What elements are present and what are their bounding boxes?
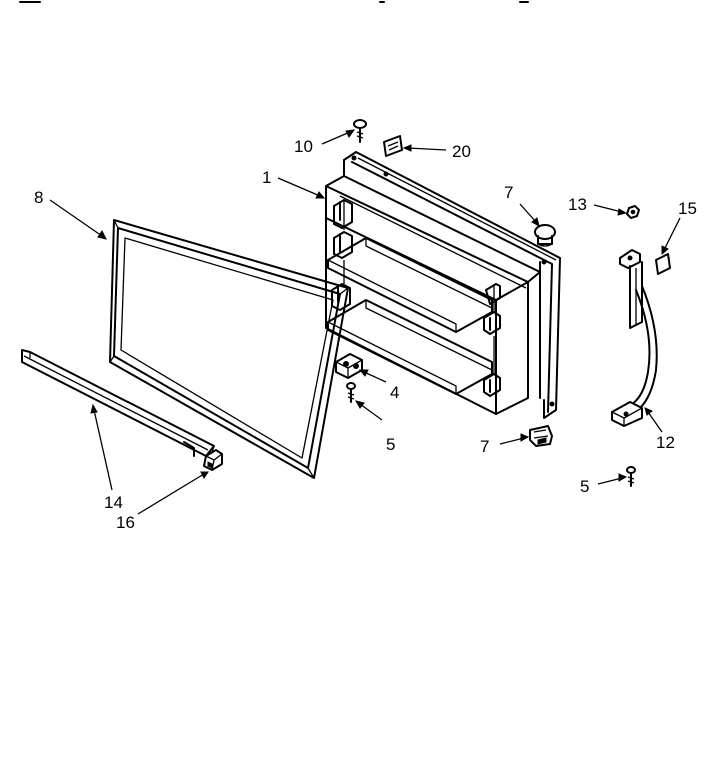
door-gasket-part-8 xyxy=(109,219,349,479)
callout-16: 16 xyxy=(116,513,135,532)
label-part-20 xyxy=(383,135,403,157)
callout-4: 4 xyxy=(390,383,399,402)
door-cap-part-7-top xyxy=(534,224,556,247)
hinge-part-12 xyxy=(611,249,658,427)
leader-arrows xyxy=(49,129,681,515)
screw-part-10 xyxy=(353,119,367,143)
callout-8: 8 xyxy=(34,188,43,207)
callout-10: 10 xyxy=(294,137,313,156)
callout-1: 1 xyxy=(262,168,271,187)
callout-14: 14 xyxy=(104,493,123,512)
clip-part-16 xyxy=(203,449,223,471)
callout-5-right: 5 xyxy=(580,477,589,496)
callout-7-top: 7 xyxy=(504,183,513,202)
callout-7-bottom: 7 xyxy=(480,437,489,456)
callout-15: 15 xyxy=(678,199,697,218)
screw-part-5-left xyxy=(346,382,356,403)
nut-part-13 xyxy=(626,205,640,219)
screw-part-5-right xyxy=(626,466,636,487)
plate-part-15 xyxy=(655,253,671,275)
door-liner-part-1 xyxy=(325,151,561,419)
callout-labels: 10 20 1 7 8 13 15 4 5 7 12 5 14 16 xyxy=(34,137,697,532)
trim-strip-part-14 xyxy=(21,349,215,457)
callout-12: 12 xyxy=(656,433,675,452)
hinge-bracket-part-4 xyxy=(335,353,363,379)
door-cap-part-7-bottom xyxy=(529,425,553,447)
callout-13: 13 xyxy=(568,195,587,214)
callout-20: 20 xyxy=(452,142,471,161)
callout-5-left: 5 xyxy=(386,435,395,454)
